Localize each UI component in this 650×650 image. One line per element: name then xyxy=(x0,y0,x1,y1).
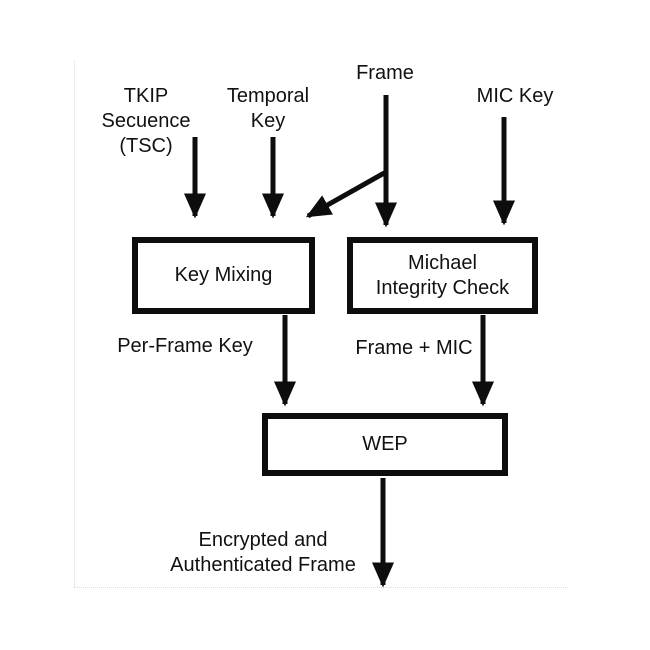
input-label-tkip-sequence: TKIP Secuence (TSC) xyxy=(101,85,191,157)
input-label-mic-key: MIC Key xyxy=(476,85,554,107)
node-michael-integrity-check: Michael Integrity Check xyxy=(347,237,538,314)
node-key-mixing: Key Mixing xyxy=(132,237,315,314)
panel-edge-left xyxy=(74,60,75,587)
edge-label-frame-plus-mic: Frame + MIC xyxy=(355,337,473,359)
arrow-frame-branch-to-key-mixing xyxy=(305,169,388,219)
panel-edge-bottom xyxy=(74,587,568,588)
edge-label-per-frame-key: Per-Frame Key xyxy=(117,335,253,357)
input-label-frame: Frame xyxy=(356,62,414,84)
node-wep: WEP xyxy=(262,413,508,476)
output-label-encrypted-authenticated-frame: Encrypted and Authenticated Frame xyxy=(170,529,356,576)
input-label-temporal-key: Temporal Key xyxy=(226,85,310,132)
